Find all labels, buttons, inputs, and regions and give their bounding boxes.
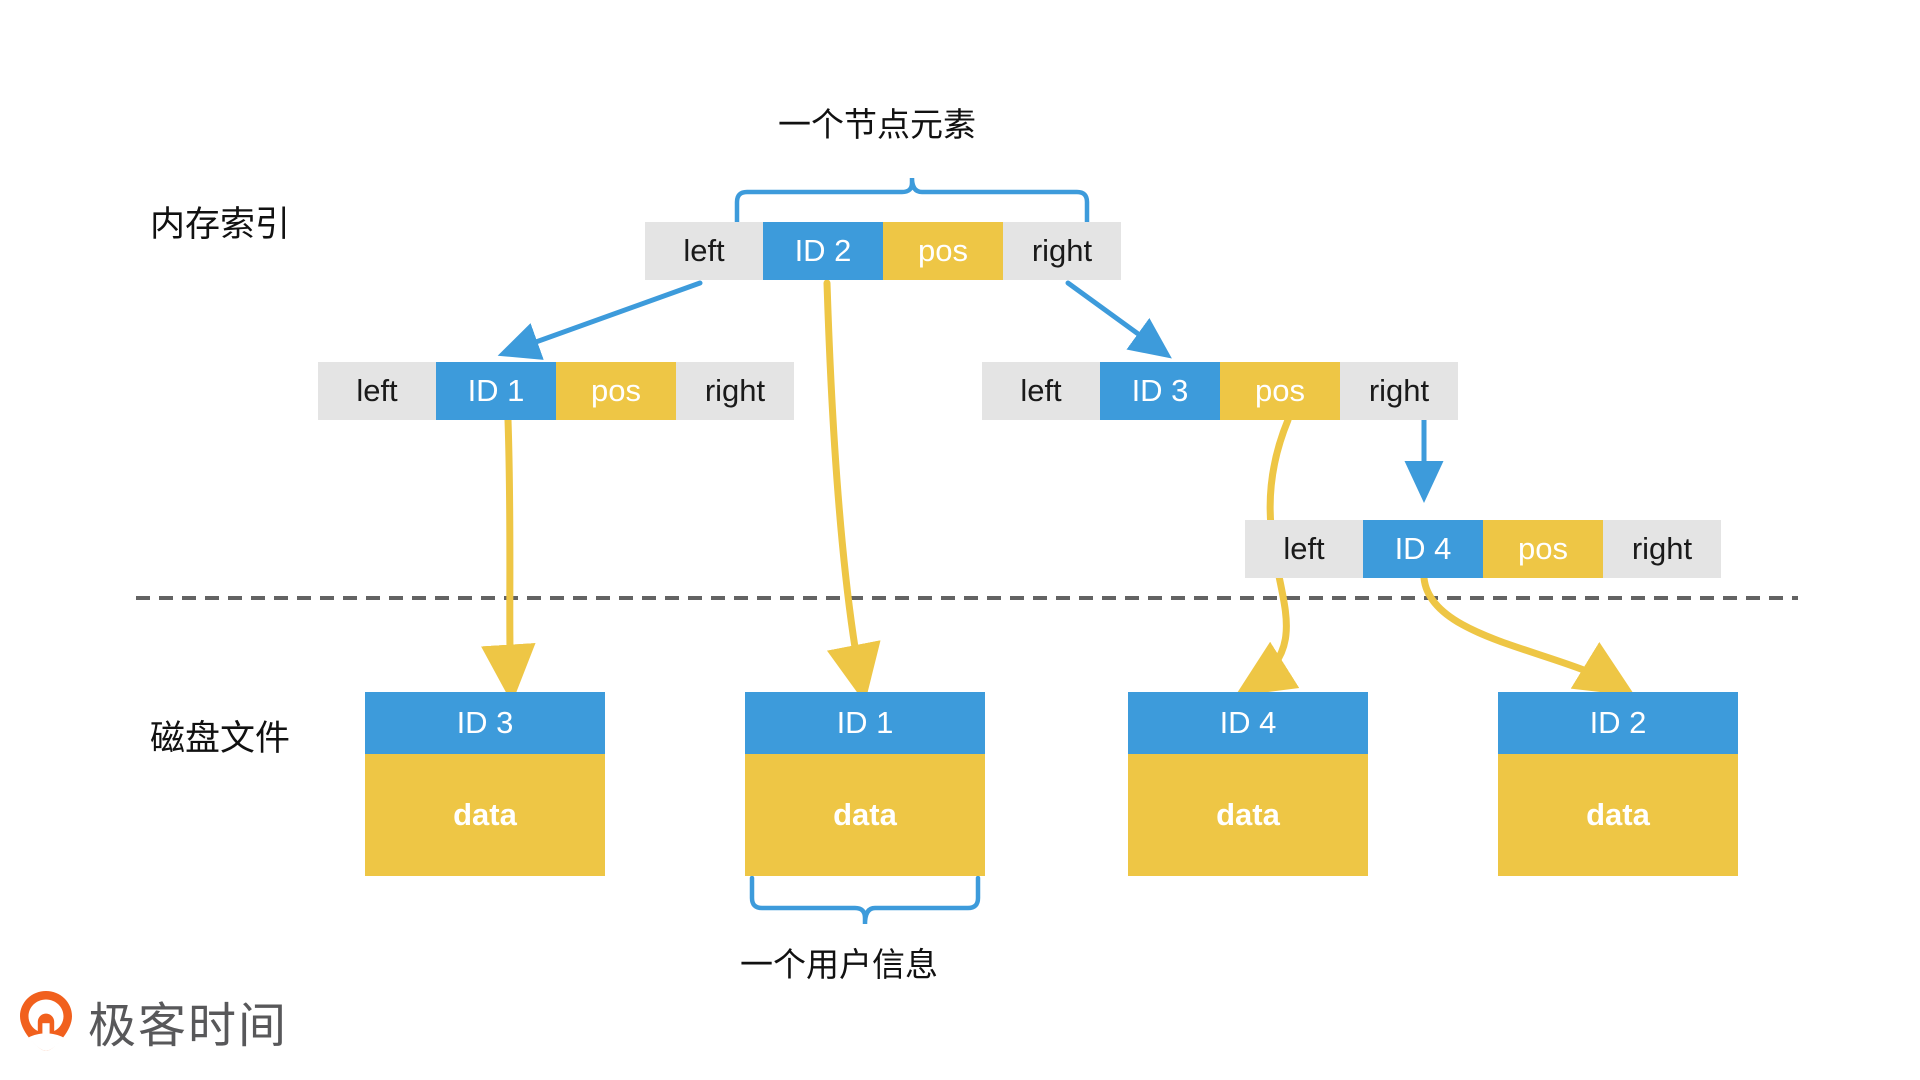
node-cell-id: ID 2 [763,222,883,280]
node-cell-left: left [318,362,436,420]
index-node-id3[interactable]: left ID 3 pos right [982,362,1458,420]
disk-block-data-label: data [365,754,605,876]
node-cell-right: right [1003,222,1121,280]
disk-block-id-label: ID 3 [365,692,605,754]
link-pos-id1-to-disk-id3 [481,416,536,704]
node-cell-left: left [1245,520,1363,578]
node-cell-pos: pos [1483,520,1603,578]
disk-block-id-label: ID 1 [745,692,985,754]
brace-node-element [734,177,1090,225]
disk-block-data-label: data [1498,754,1738,876]
node-cell-pos: pos [883,222,1003,280]
link-root-to-id3 [1065,280,1172,359]
disk-block-id-label: ID 4 [1128,692,1368,754]
node-cell-right: right [1340,362,1458,420]
disk-block-id3[interactable]: ID 3 data [365,692,605,876]
disk-block-id4[interactable]: ID 4 data [1128,692,1368,876]
node-cell-left: left [645,222,763,280]
node-cell-right: right [676,362,794,420]
index-node-id1[interactable]: left ID 1 pos right [318,362,794,420]
link-pos-id2-to-disk-id1 [823,279,881,704]
index-node-id2[interactable]: left ID 2 pos right [645,222,1121,280]
node-cell-right: right [1603,520,1721,578]
disk-block-data-label: data [745,754,985,876]
node-cell-id: ID 1 [436,362,556,420]
location-pin-icon [18,990,74,1052]
node-cell-id: ID 3 [1100,362,1220,420]
brand-name: 极客时间 [88,998,289,1054]
section-label-memory-index: 内存索引 [150,205,291,245]
link-pos-id4-to-disk-id2 [1420,574,1636,697]
node-cell-pos: pos [1220,362,1340,420]
link-root-to-id1 [497,280,703,360]
index-node-id4[interactable]: left ID 4 pos right [1245,520,1721,578]
caption-user-record: 一个用户信息 [740,945,938,984]
disk-block-id1[interactable]: ID 1 data [745,692,985,876]
disk-block-id-label: ID 2 [1498,692,1738,754]
node-cell-id: ID 4 [1363,520,1483,578]
node-cell-left: left [982,362,1100,420]
disk-block-id2[interactable]: ID 2 data [1498,692,1738,876]
section-label-disk-file: 磁盘文件 [150,719,291,759]
disk-block-data-label: data [1128,754,1368,876]
brace-user-record [749,875,981,925]
brand-logo: 极客时间 [18,986,288,1056]
caption-node-element: 一个节点元素 [778,105,976,144]
node-cell-pos: pos [556,362,676,420]
